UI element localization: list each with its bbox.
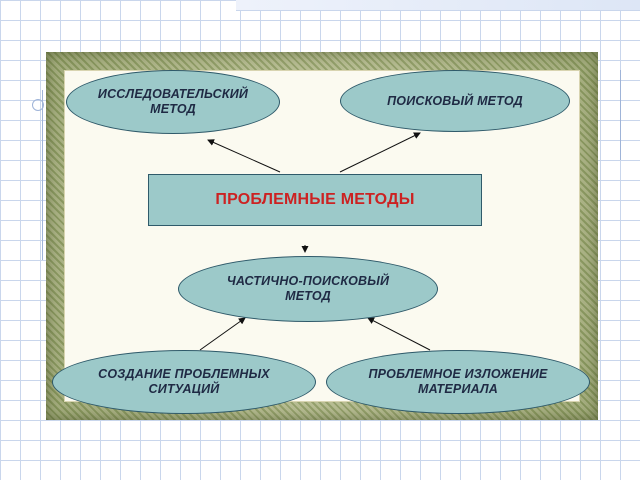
node-problem-presentation-label: ПРОБЛЕМНОЕ ИЗЛОЖЕНИЕ МАТЕРИАЛА: [357, 367, 559, 397]
node-search-method: ПОИСКОВЫЙ МЕТОД: [340, 70, 570, 132]
arrow-from-situations: [200, 318, 245, 350]
node-problem-situations-label: СОЗДАНИЕ ПРОБЛЕМНЫХ СИТУАЦИЙ: [83, 367, 285, 397]
center-problem-methods: ПРОБЛЕМНЫЕ МЕТОДЫ: [148, 174, 482, 226]
node-search-method-label: ПОИСКОВЫЙ МЕТОД: [387, 94, 523, 109]
node-research-method-label: ИССЛЕДОВАТЕЛЬСКИЙ МЕТОД: [98, 87, 248, 117]
arrow-from-presentation: [368, 318, 430, 350]
node-problem-situations: СОЗДАНИЕ ПРОБЛЕМНЫХ СИТУАЦИЙ: [52, 350, 316, 414]
node-problem-presentation: ПРОБЛЕМНОЕ ИЗЛОЖЕНИЕ МАТЕРИАЛА: [326, 350, 590, 414]
arrow-to-research: [208, 140, 280, 172]
arrow-to-search: [340, 133, 420, 172]
node-partial-search-method: ЧАСТИЧНО-ПОИСКОВЫЙ МЕТОД: [178, 256, 438, 322]
node-research-method: ИССЛЕДОВАТЕЛЬСКИЙ МЕТОД: [66, 70, 280, 134]
node-partial-search-method-label: ЧАСТИЧНО-ПОИСКОВЫЙ МЕТОД: [219, 274, 397, 304]
center-problem-methods-label: ПРОБЛЕМНЫЕ МЕТОДЫ: [215, 190, 414, 209]
